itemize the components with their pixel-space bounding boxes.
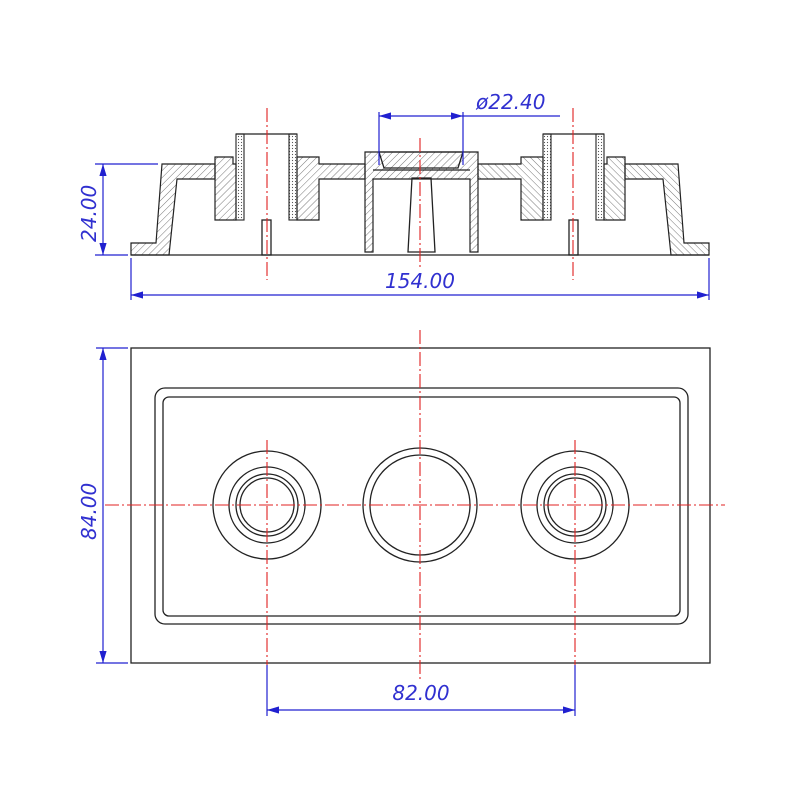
section-right-half <box>477 133 710 256</box>
left-boss <box>214 156 237 221</box>
plan-height-label: 84.00 <box>77 483 101 540</box>
section-height-label: 24.00 <box>77 185 101 242</box>
section-view: ø22.40 24.00 154.00 <box>77 90 710 300</box>
width-dimension: 154.00 <box>130 258 710 300</box>
height-dimension-section: 24.00 <box>77 163 158 256</box>
spacing-label: 82.00 <box>392 681 449 705</box>
spacing-dimension: 82.00 <box>266 665 576 716</box>
left-thread-insert-b <box>288 133 298 221</box>
section-left-half <box>130 133 366 256</box>
diameter-label: ø22.40 <box>475 90 546 114</box>
width-label: 154.00 <box>385 269 455 293</box>
left-wall <box>130 163 216 256</box>
diameter-dimension: ø22.40 <box>378 90 560 165</box>
plan-view: 84.00 82.00 <box>77 330 725 716</box>
center-plug <box>407 177 436 253</box>
center-cup <box>364 151 479 253</box>
left-boss-inner <box>296 156 366 221</box>
left-thread-insert-a <box>235 133 245 221</box>
height-dimension-plan: 84.00 <box>77 347 128 664</box>
